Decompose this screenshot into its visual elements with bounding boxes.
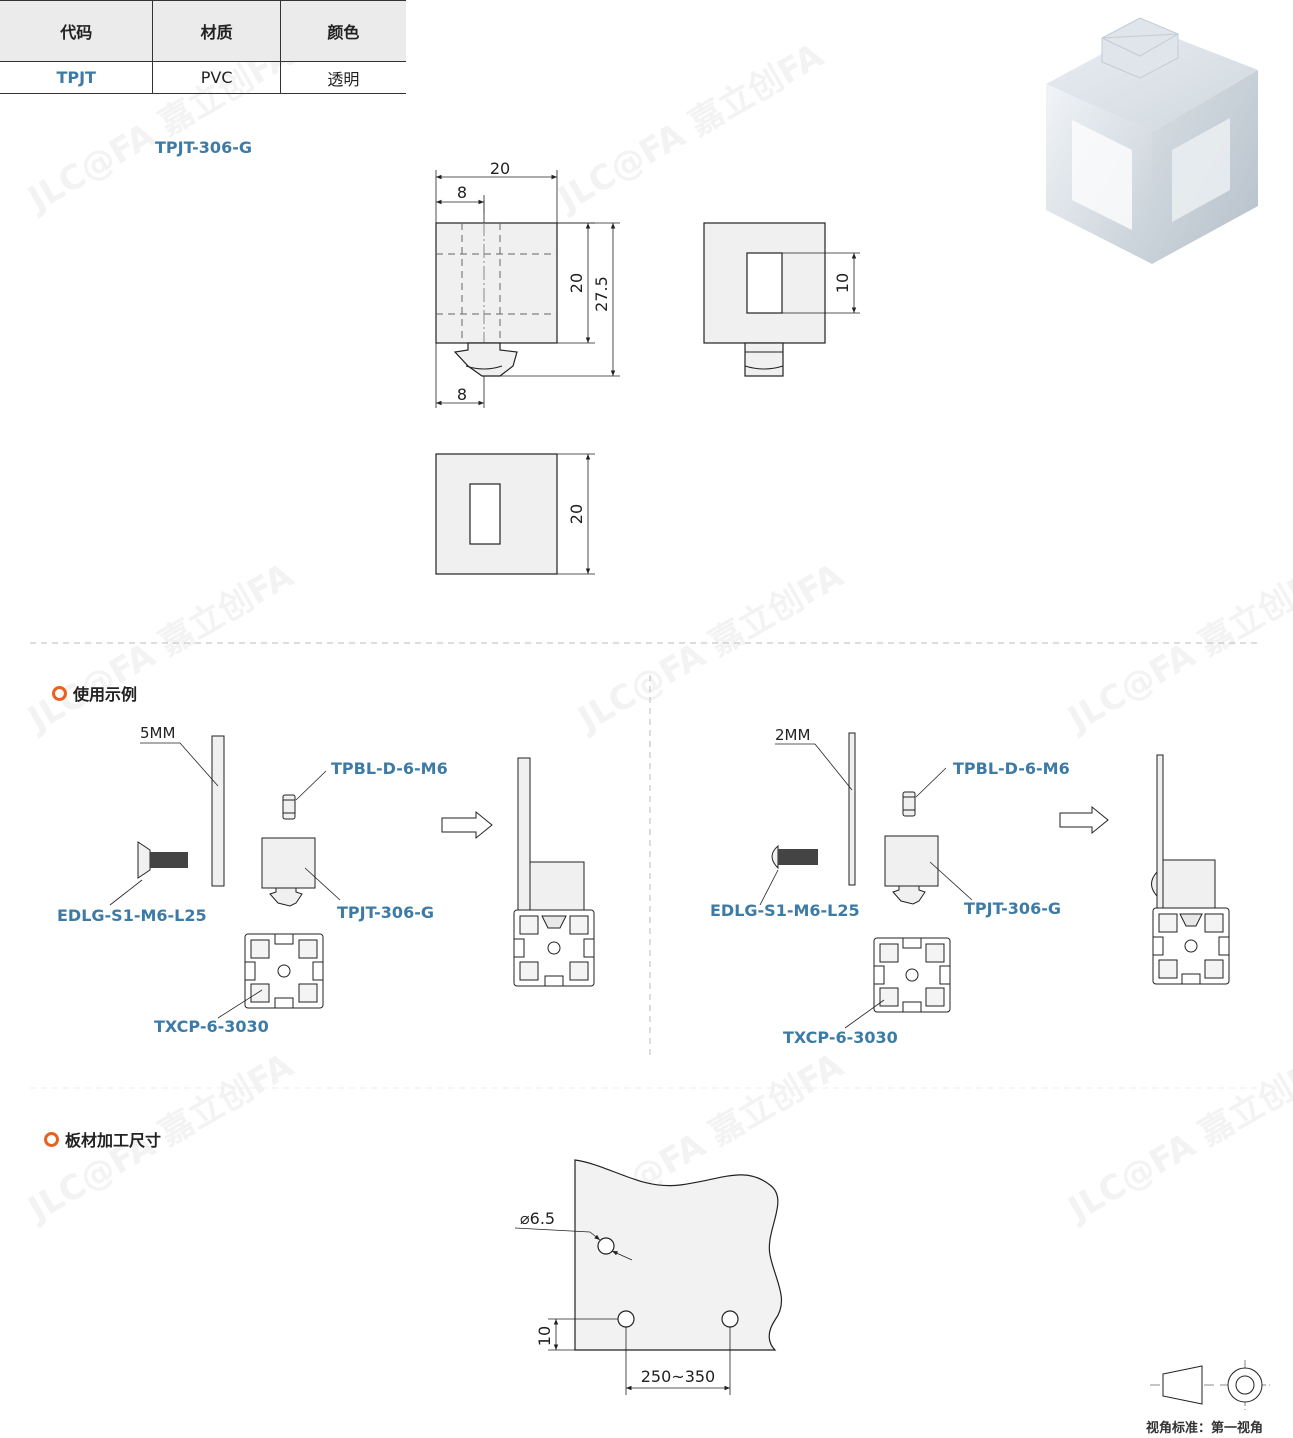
dim-offset-bottom: 8 <box>457 385 467 404</box>
left-part-label: TPJT-306-G <box>337 903 434 922</box>
cell-material: PVC <box>152 61 281 94</box>
usage-left-diagram <box>109 735 595 1019</box>
right-screw-label: EDLG-S1-M6-L25 <box>710 901 860 920</box>
cell-code: TPJT <box>0 61 154 94</box>
profile-3030-left-assembled <box>513 909 595 987</box>
right-part-label: TPJT-306-G <box>964 899 1061 918</box>
header-code: 代码 <box>0 0 154 62</box>
right-nut-label: TPBL-D-6-M6 <box>953 759 1070 778</box>
plate-machining-drawing: ⌀6.5 10 250~350 <box>514 1159 783 1395</box>
left-screw-label: EDLG-S1-M6-L25 <box>57 906 207 925</box>
part-label: TPJT-306-G <box>155 138 252 157</box>
left-nut-label: TPBL-D-6-M6 <box>331 759 448 778</box>
dim-width-total: 20 <box>490 159 510 178</box>
dim-height-body: 20 <box>567 273 586 293</box>
product-3d-render <box>1046 17 1258 264</box>
dim-pitch: 250~350 <box>641 1367 715 1386</box>
dim-bottom-height: 20 <box>567 504 586 524</box>
front-view: 20 8 20 27.5 8 <box>435 159 620 408</box>
circle-bullet-icon <box>44 1131 59 1147</box>
dim-offset-top: 8 <box>457 183 467 202</box>
profile-3030-right-assembled <box>1152 907 1230 985</box>
usage-section-title: 使用示例 <box>52 681 137 705</box>
cell-color: 透明 <box>280 61 406 94</box>
machining-section-title: 板材加工尺寸 <box>44 1127 161 1151</box>
dim-hole-dia: ⌀6.5 <box>520 1209 555 1228</box>
header-color: 颜色 <box>280 0 406 62</box>
profile-3030-left <box>244 933 324 1009</box>
spec-table: 代码 材质 颜色 TPJT PVC 透明 <box>0 0 406 94</box>
first-angle-projection-icon <box>1150 1360 1270 1410</box>
side-view: 10 <box>703 222 860 377</box>
bottom-view: 20 <box>435 453 595 575</box>
circle-bullet-icon <box>52 685 67 701</box>
left-plate-label: 5MM <box>140 724 176 742</box>
right-profile-label: TXCP-6-3030 <box>783 1028 898 1047</box>
usage-right-diagram <box>759 732 1230 1029</box>
dim-height-total: 27.5 <box>592 276 611 312</box>
dim-slot-height: 10 <box>833 273 852 293</box>
header-material: 材质 <box>152 0 281 62</box>
projection-label: 视角标准：第一视角 <box>1146 1421 1264 1436</box>
right-plate-label: 2MM <box>775 726 811 744</box>
left-profile-label: TXCP-6-3030 <box>154 1017 269 1036</box>
dim-edge-dist: 10 <box>535 1326 554 1346</box>
profile-3030-right <box>873 937 951 1013</box>
